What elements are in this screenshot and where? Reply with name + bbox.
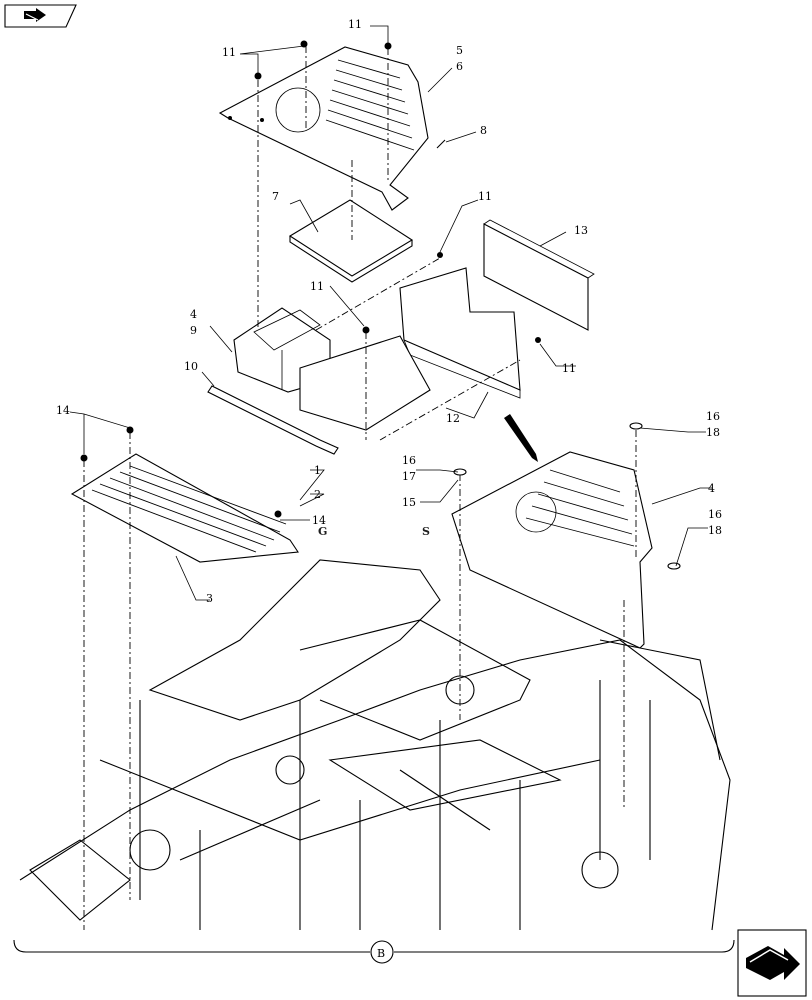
- callout-9: 9: [190, 324, 197, 337]
- prev-page-button[interactable]: [4, 4, 77, 28]
- callout-3: 3: [206, 592, 213, 605]
- watermark-letter-3: S: [422, 525, 430, 538]
- part-pad: [288, 199, 414, 283]
- callout-8: 8: [480, 124, 487, 137]
- arrow-back-icon: [24, 8, 46, 22]
- watermark-letter-2: G: [318, 525, 327, 538]
- callout-11: 11: [478, 190, 492, 203]
- callout-14: 14: [56, 404, 70, 417]
- bolt-icon: [274, 510, 282, 518]
- bolt-icon: [126, 426, 134, 434]
- washer-icon: [453, 468, 467, 476]
- bolt-icon: [80, 454, 88, 462]
- part-left-step: [70, 453, 299, 563]
- part-strip: [207, 385, 339, 455]
- bolt-icon: [535, 337, 541, 343]
- callout-16: 16: [708, 508, 722, 521]
- machine-frame: [19, 559, 731, 931]
- part-foam-block: [483, 219, 595, 331]
- washer-icon: [667, 562, 681, 570]
- bolt-icon: [362, 326, 370, 334]
- callout-10: 10: [184, 360, 198, 373]
- callout-17: 17: [402, 470, 416, 483]
- part-cover-plate: [218, 46, 429, 211]
- callout-11: 11: [310, 280, 324, 293]
- part-right-step: [451, 451, 653, 649]
- reference-bracket: B: [13, 939, 735, 964]
- callout-7: 7: [272, 190, 279, 203]
- callout-12: 12: [446, 412, 460, 425]
- next-page-button[interactable]: [737, 929, 807, 997]
- callout-6: 6: [456, 60, 463, 73]
- callout-11: 11: [348, 18, 362, 31]
- callout-18: 18: [706, 426, 720, 439]
- callout-11: 11: [222, 46, 236, 59]
- callout-2: 2: [314, 488, 321, 501]
- callout-14: 14: [312, 514, 326, 527]
- callout-4: 4: [190, 308, 197, 321]
- reference-label: B: [377, 947, 385, 960]
- washer-icon: [629, 422, 643, 430]
- bolt-icon: [254, 72, 262, 80]
- pointer-arrow: [504, 414, 538, 462]
- part-center-box: [233, 307, 431, 431]
- callouts: 11 11 5 6 8 7 11 13 4 9 11 11 10 12 14 1…: [56, 18, 722, 605]
- callout-18: 18: [708, 524, 722, 537]
- callout-1: 1: [314, 464, 321, 477]
- part-pin: [436, 139, 446, 149]
- bolt-icon: [437, 252, 443, 258]
- callout-16: 16: [402, 454, 416, 467]
- fasteners: [80, 40, 681, 570]
- bolt-icon: [300, 40, 308, 48]
- bolt-icon: [384, 42, 392, 50]
- callout-13: 13: [574, 224, 588, 237]
- callout-16: 16: [706, 410, 720, 423]
- callout-15: 15: [402, 496, 416, 509]
- leader-lines: [69, 25, 712, 601]
- arrow-forward-icon: [746, 946, 800, 980]
- centerlines: [83, 46, 637, 930]
- callout-4: 4: [708, 482, 715, 495]
- callout-11: 11: [562, 362, 576, 375]
- callout-5: 5: [456, 44, 463, 57]
